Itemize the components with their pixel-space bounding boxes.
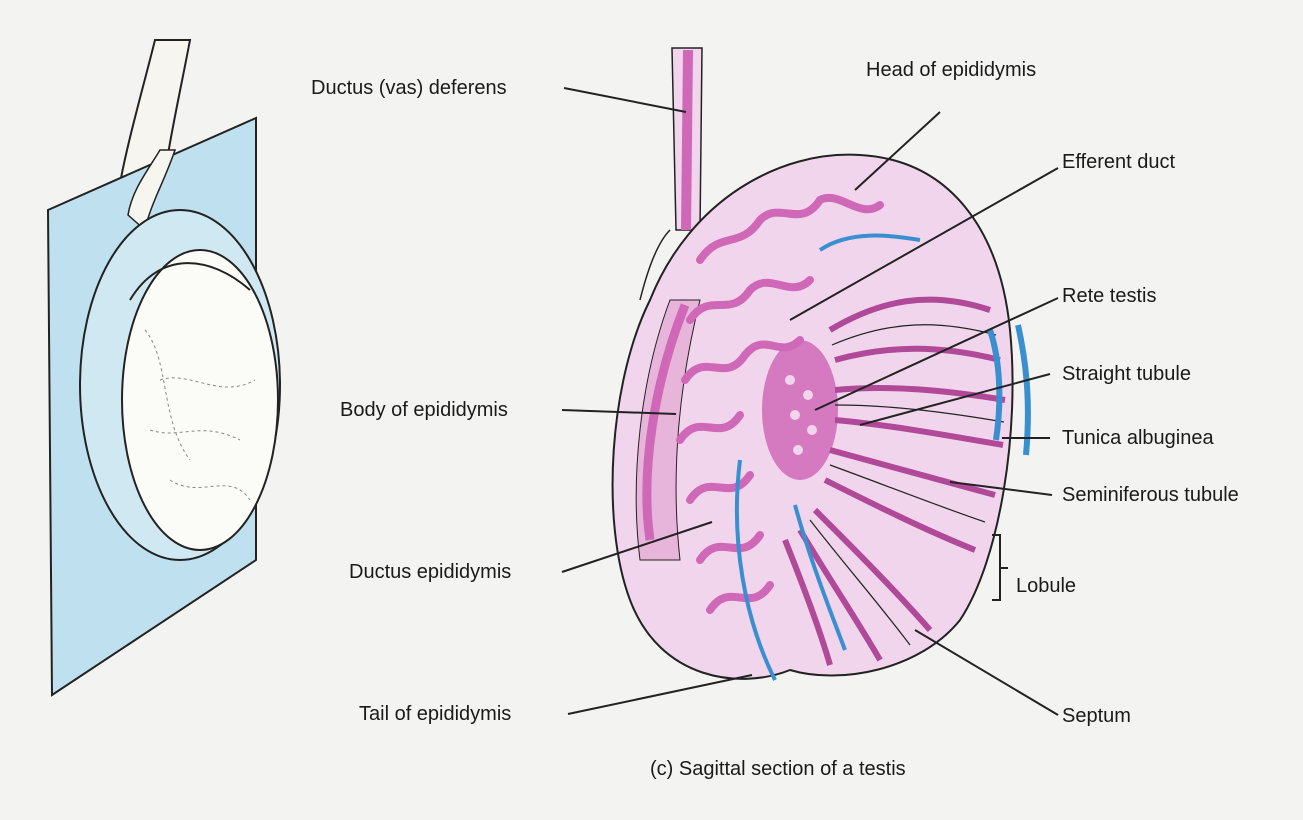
rete-testis-shape — [762, 340, 838, 480]
sagittal-section — [613, 48, 1028, 680]
label-body-epididymis: Body of epididymis — [340, 398, 508, 422]
leader-ductus-deferens — [564, 88, 686, 112]
lobule-bracket — [992, 535, 1008, 600]
label-lobule: Lobule — [1016, 574, 1076, 598]
label-straight-tubule: Straight tubule — [1062, 362, 1191, 386]
label-tail-epididymis: Tail of epididymis — [359, 702, 511, 726]
label-rete-testis: Rete testis — [1062, 284, 1156, 308]
label-seminiferous-tubule: Seminiferous tubule — [1062, 483, 1239, 507]
ductus-deferens-lumen — [686, 50, 688, 230]
label-ductus-deferens: Ductus (vas) deferens — [311, 76, 507, 100]
leader-septum — [915, 630, 1058, 715]
label-tunica-albuginea: Tunica albuginea — [1062, 426, 1214, 450]
label-ductus-epididymis: Ductus epididymis — [349, 560, 511, 584]
label-septum: Septum — [1062, 704, 1131, 728]
label-efferent-duct: Efferent duct — [1062, 150, 1175, 174]
leader-tail-epididymis — [568, 675, 752, 714]
testis-3d-view — [48, 40, 280, 695]
tunica-right-outer — [1018, 325, 1028, 455]
label-head-epididymis: Head of epididymis — [866, 58, 1036, 82]
testis-body — [122, 250, 278, 550]
figure-caption: (c) Sagittal section of a testis — [650, 757, 906, 781]
